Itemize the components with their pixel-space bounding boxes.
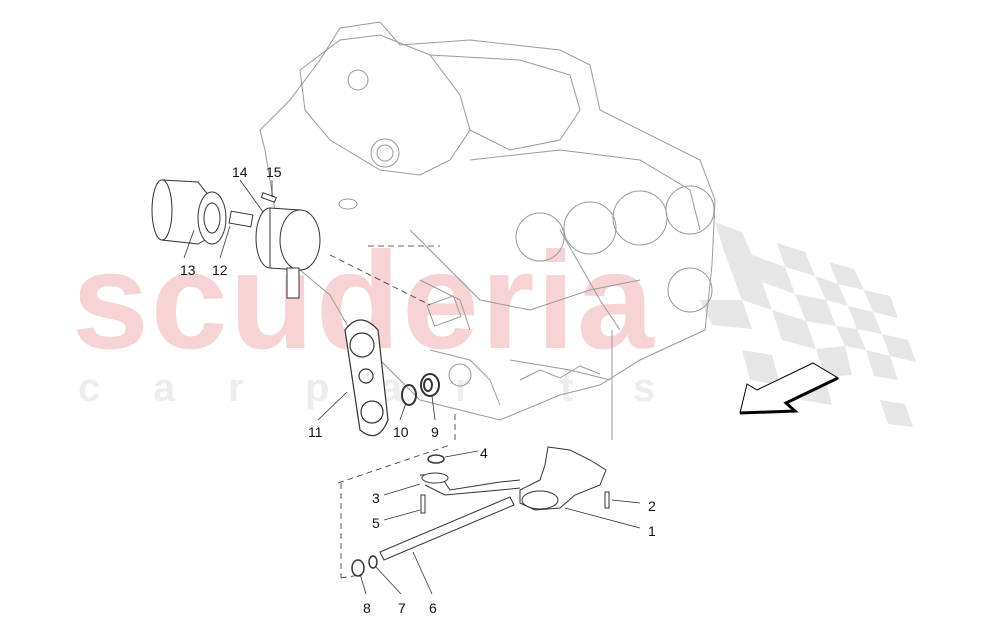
shaft-seal: [420, 373, 440, 397]
callout-5[interactable]: 5: [372, 515, 380, 531]
oil-pump: [519, 446, 607, 511]
callout-1[interactable]: 1: [648, 523, 656, 539]
watermark-letter-s: s: [633, 366, 656, 410]
callout-8[interactable]: 8: [363, 600, 371, 616]
callout-13[interactable]: 13: [180, 262, 196, 278]
pump-bolt: [604, 491, 610, 509]
direction-arrow-icon: [739, 362, 840, 415]
engine-block: [259, 21, 716, 440]
watermark-letter-r2: r: [455, 366, 471, 410]
callout-4[interactable]: 4: [480, 445, 488, 461]
oil-filter: [151, 179, 227, 245]
callout-9[interactable]: 9: [431, 424, 439, 440]
watermark-letter-t: t: [560, 366, 574, 410]
washer: [368, 555, 378, 569]
callout-7[interactable]: 7: [398, 600, 406, 616]
watermark-letter-r: r: [228, 366, 244, 410]
o-ring-seal: [401, 384, 417, 406]
callout-12[interactable]: 12: [212, 262, 228, 278]
pipe-bolt: [420, 494, 426, 514]
callout-15[interactable]: 15: [266, 164, 282, 180]
callout-10[interactable]: 10: [393, 424, 409, 440]
watermark-letter-a: a: [153, 366, 176, 410]
watermark-letter-p: p: [305, 366, 330, 410]
callout-14[interactable]: 14: [232, 164, 248, 180]
suction-pipe: [420, 472, 521, 496]
circlip: [351, 559, 365, 577]
checkered-flag-icon: [700, 222, 916, 427]
callout-2[interactable]: 2: [648, 498, 656, 514]
callout-6[interactable]: 6: [429, 600, 437, 616]
pipe-o-ring: [427, 454, 445, 464]
callout-leaders: [183, 179, 641, 595]
threaded-nipple: [228, 210, 254, 228]
watermark-letter-c: c: [78, 366, 101, 410]
oil-pump-chain: [344, 319, 389, 437]
bolt: [260, 192, 277, 203]
assembly-lines: [329, 245, 456, 579]
callout-3[interactable]: 3: [372, 490, 380, 506]
filter-adapter-housing: [255, 207, 321, 299]
drive-shaft: [379, 496, 515, 561]
callout-11[interactable]: 11: [308, 424, 323, 440]
